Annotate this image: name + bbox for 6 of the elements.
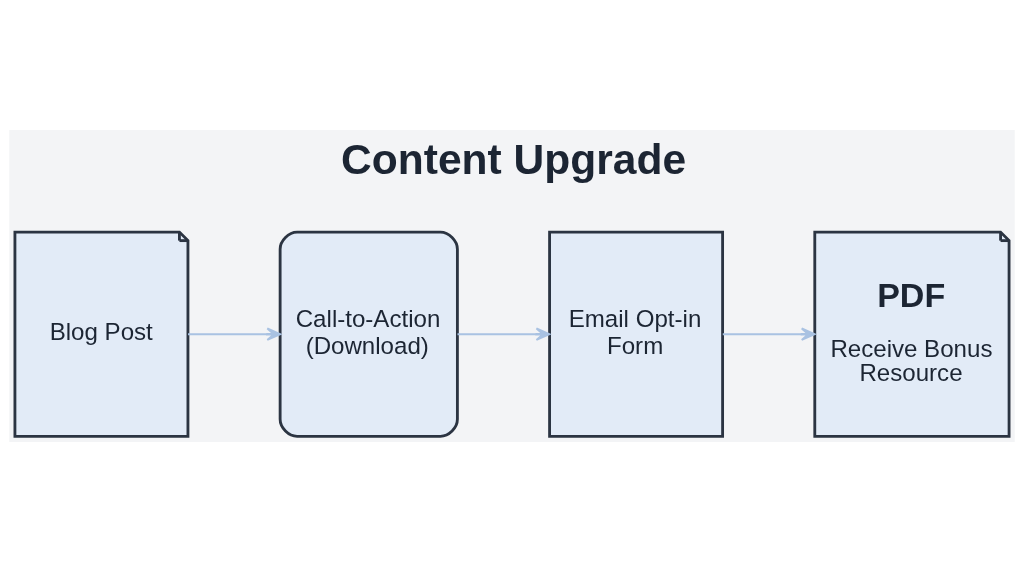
node-box: Call-to-Action (Download) <box>278 230 459 438</box>
diagram-title: Content Upgrade <box>341 134 687 183</box>
arrow <box>187 327 282 341</box>
arrow <box>721 327 816 341</box>
node-box: Email Opt-in Form <box>548 230 724 438</box>
arrow <box>456 327 551 341</box>
